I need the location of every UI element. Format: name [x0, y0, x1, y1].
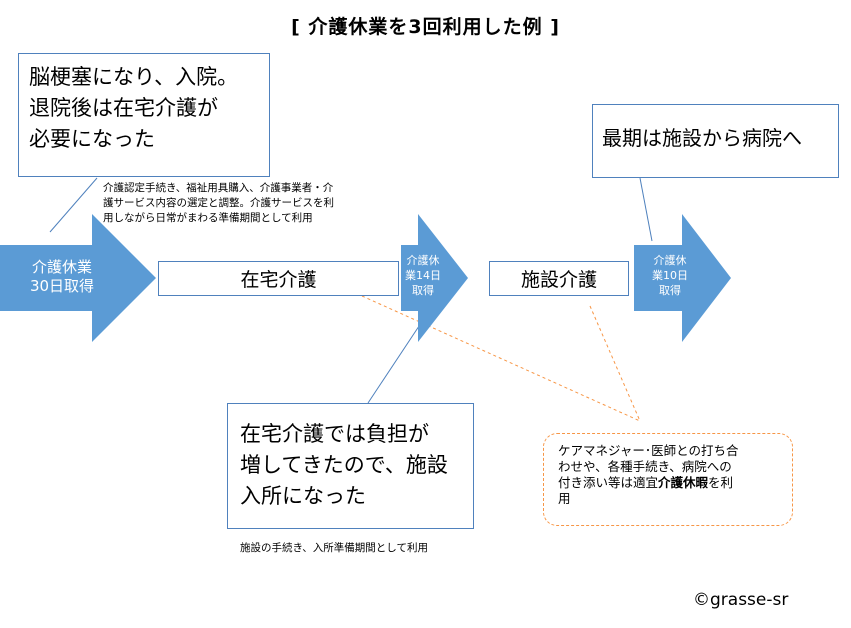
callout-care-manager-line-1: ケアマネジャー･医師との打ち合	[558, 443, 739, 458]
callout-stroke: 脳梗塞になり、入院。 退院後は在宅介護が 必要になった	[18, 53, 270, 177]
page-title: [ 介護休業を3回利用した例 ]	[291, 16, 560, 38]
first-period-note-line-2: 護サービス内容の選定と調整。介護サービスを利	[103, 197, 334, 209]
callout-pointer-final	[639, 177, 653, 242]
arrow-label-14-line-1: 介護休	[406, 254, 440, 267]
callout-facility-line-3: 入所になった	[240, 484, 366, 508]
callout-final-text: 最期は施設から病院へ	[602, 126, 802, 150]
second-period-note: 施設の手続き、入所準備期間として利用	[240, 542, 428, 554]
care-leave-bold: 介護休暇	[658, 475, 709, 490]
arrow-label-30-line-1: 介護休業	[31, 258, 92, 276]
callout-final: 最期は施設から病院へ	[592, 104, 839, 178]
arrow-label-10: 介護休 業10日 取得	[643, 253, 697, 298]
callout-stroke-line-2: 退院後は在宅介護が	[29, 96, 218, 120]
callout-care-manager-line-3: 付き添い等は適宜介護休暇を利	[558, 475, 782, 491]
arrow-label-14-line-3: 取得	[412, 284, 434, 297]
arrow-label-10-line-3: 取得	[659, 284, 681, 297]
callout-facility-line-1: 在宅介護では負担が	[240, 422, 429, 446]
first-period-note-line-1: 介護認定手続き、福祉用具購入、介護事業者・介	[103, 182, 334, 194]
callout-care-manager-line-3-end: を利	[708, 475, 734, 490]
arrow-label-30-line-2: 30日取得	[29, 277, 95, 295]
stage-home-care: 在宅介護	[158, 261, 399, 296]
callout-care-manager: ケアマネジャー･医師との打ち合 わせや、各種手続き、病院への 付き添い等は適宜介…	[543, 433, 793, 526]
callout-stroke-line-3: 必要になった	[29, 127, 155, 151]
callout-care-manager-line-4: 用	[558, 491, 571, 506]
arrow-label-14: 介護休 業14日 取得	[401, 253, 445, 298]
arrow-leave-14	[401, 214, 468, 342]
dashed-pointer-home	[361, 295, 641, 422]
first-period-note-line-3: 用しながら日常がまわる準備期間として利用	[103, 212, 313, 224]
dashed-pointer-facility	[589, 305, 641, 422]
callout-facility: 在宅介護では負担が 増してきたので、施設 入所になった	[227, 403, 474, 529]
callout-stroke-line-1: 脳梗塞になり、入院。	[29, 65, 239, 89]
arrow-label-10-line-1: 介護休	[653, 254, 687, 267]
stage-facility-care: 施設介護	[489, 261, 629, 296]
copyright: ©grasse-sr	[693, 590, 789, 610]
arrow-leave-10	[634, 214, 731, 342]
arrow-label-14-line-2: 業14日	[405, 269, 441, 282]
callout-facility-line-2: 増してきたので、施設	[240, 453, 448, 477]
callout-pointer-stroke	[49, 177, 98, 233]
arrow-label-30: 介護休業 30日取得	[14, 258, 110, 296]
callout-care-manager-line-2: わせや、各種手続き、病院への	[558, 459, 732, 474]
arrow-label-10-line-2: 業10日	[652, 269, 688, 282]
first-period-note: 介護認定手続き、福祉用具購入、介護事業者・介 護サービス内容の選定と調整。介護サ…	[103, 181, 334, 226]
arrow-leave-30	[0, 214, 156, 342]
callout-care-manager-line-3-start: 付き添い等は適宜	[558, 475, 659, 490]
